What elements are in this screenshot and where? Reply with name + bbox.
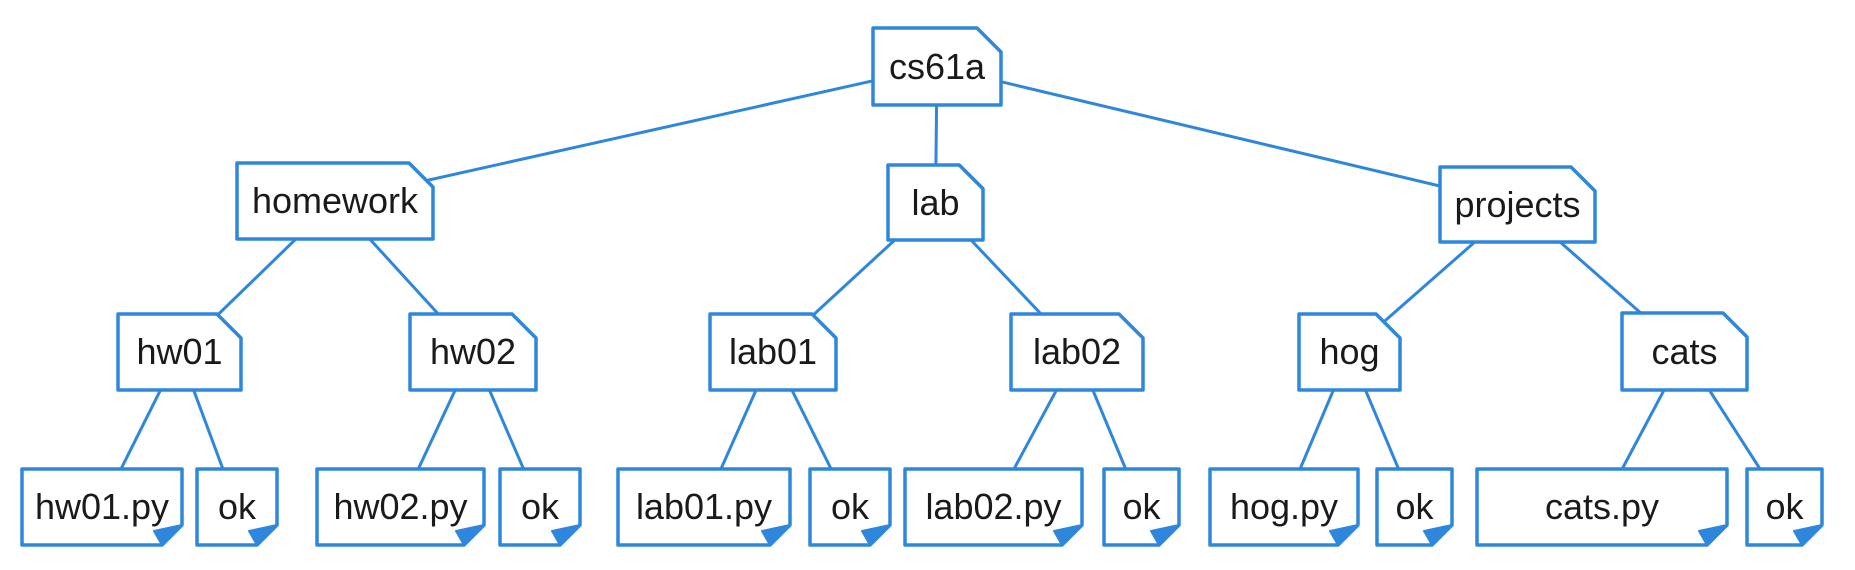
folder-shape <box>1297 312 1402 392</box>
folder-shape <box>1438 165 1597 244</box>
page-fold-icon <box>1150 524 1180 546</box>
folder-shape <box>1009 312 1145 392</box>
folder-node-lab02 <box>1009 312 1145 392</box>
file-node-lab01py <box>616 467 792 547</box>
tree-edge-cs61a-homework <box>334 65 938 203</box>
page-fold-icon <box>1423 524 1453 546</box>
page-fold-icon <box>455 524 485 546</box>
file-node-ok1 <box>195 467 279 547</box>
folder-shape <box>708 312 838 392</box>
file-shape <box>1475 467 1729 547</box>
folder-shape <box>871 26 1003 107</box>
file-node-ok3 <box>808 467 892 547</box>
page-fold-icon <box>861 524 891 546</box>
page-fold-icon <box>1698 524 1728 546</box>
file-node-ok4 <box>1102 467 1181 547</box>
folder-shape <box>235 161 435 241</box>
folder-node-lab <box>886 163 985 242</box>
file-node-catspy <box>1475 467 1729 547</box>
page-fold-icon <box>1329 524 1359 546</box>
file-node-hw02py <box>315 467 486 547</box>
folder-shape <box>408 312 538 392</box>
page-fold-icon <box>761 524 791 546</box>
page-fold-icon <box>1793 524 1823 546</box>
folder-node-homework <box>235 161 435 241</box>
folder-node-projects <box>1438 165 1597 244</box>
folder-shape <box>116 312 243 392</box>
tree-edge-cs61a-projects <box>936 65 1518 206</box>
page-fold-icon <box>1053 524 1083 546</box>
file-node-hogpy <box>1208 467 1360 547</box>
file-node-lab02py <box>903 467 1084 547</box>
file-node-hw01py <box>20 467 184 547</box>
page-fold-icon <box>153 524 183 546</box>
page-fold-icon <box>551 524 581 546</box>
folder-node-cs61a <box>871 26 1003 107</box>
folder-node-cats <box>1620 311 1749 392</box>
folder-shape <box>886 163 985 242</box>
file-node-ok2 <box>498 467 582 547</box>
folder-node-hw02 <box>408 312 538 392</box>
file-node-ok5 <box>1375 467 1454 547</box>
folder-node-lab01 <box>708 312 838 392</box>
folder-node-hw01 <box>116 312 243 392</box>
file-node-ok6 <box>1745 467 1824 547</box>
page-fold-icon <box>248 524 278 546</box>
folder-node-hog <box>1297 312 1402 392</box>
folder-shape <box>1620 311 1749 392</box>
